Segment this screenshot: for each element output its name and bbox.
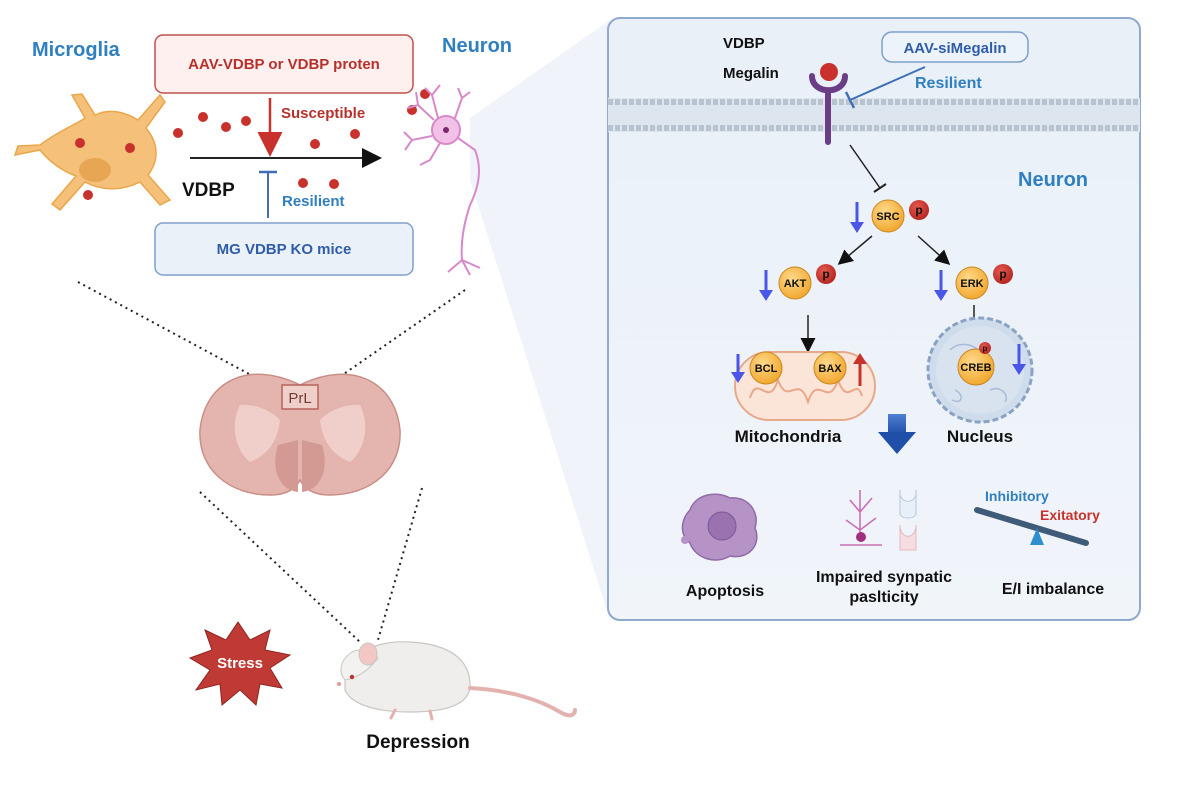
src-akt-arrow	[837, 235, 873, 265]
vdbp-ligand	[820, 63, 838, 81]
microglia-label: Microglia	[32, 39, 121, 61]
neuron-detail-panel	[607, 17, 1141, 621]
neuron-icon-left	[403, 84, 481, 276]
svg-text:CREB: CREB	[960, 362, 991, 374]
megalin-src-inhibit	[849, 144, 881, 189]
src-phospho	[909, 200, 929, 220]
mitochondria-label: Mitochondria	[735, 427, 842, 446]
svg-text:p: p	[983, 344, 988, 353]
stress-star: Stress	[188, 621, 292, 706]
svg-text:p: p	[999, 267, 1006, 281]
dotted-line-1	[77, 281, 291, 397]
dotted-line-4	[377, 487, 423, 641]
svg-text:SRC: SRC	[876, 211, 899, 223]
resilient-label-right: Resilient	[915, 75, 982, 92]
megalin-src-bar	[873, 183, 887, 193]
brain-slice: PrL	[199, 373, 401, 496]
megalin-label: Megalin	[723, 65, 779, 82]
svg-text:BAX: BAX	[818, 363, 842, 375]
dotted-line-2	[311, 289, 466, 397]
svg-text:ERK: ERK	[960, 278, 983, 290]
microglia-cell	[13, 93, 172, 212]
megalin-receptor	[809, 63, 848, 145]
outcome-arrow	[878, 414, 916, 454]
prl-box	[281, 384, 319, 410]
ko-mice-box	[154, 222, 414, 276]
svg-text:BCL: BCL	[755, 363, 778, 375]
ko-mice-box-label: MG VDBP KO mice	[217, 241, 352, 258]
ei-seesaw-icon	[974, 507, 1089, 546]
vdbp-label-left: VDBP	[182, 180, 235, 201]
dotted-line-3	[199, 491, 361, 643]
neuron-label-left: Neuron	[442, 35, 512, 57]
akt-node: AKT p	[759, 264, 836, 301]
bcl-node	[749, 351, 783, 385]
synaptic-label-line1: Impaired synpatic	[816, 569, 952, 586]
mitochondria: BCL BAX	[731, 351, 876, 421]
aav-vdbp-box-label: AAV-VDBP or VDBP proten	[188, 56, 380, 73]
bax-node	[813, 351, 847, 385]
susceptible-label-left: Susceptible	[281, 105, 365, 122]
src-node: SRC p	[850, 199, 929, 233]
simegalin-box	[881, 31, 1029, 63]
vdbp-label-right: VDBP	[723, 35, 765, 52]
simegalin-inhibit-bar	[844, 91, 856, 109]
synapse-icon	[840, 489, 917, 551]
mouse-icon	[337, 641, 577, 721]
inhibitory-label: Inhibitory	[985, 488, 1049, 504]
creb-node	[957, 348, 995, 386]
neuron-label-right: Neuron	[1018, 169, 1088, 191]
svg-text:p: p	[822, 267, 829, 281]
excitatory-label: Exitatory	[1040, 507, 1100, 523]
resilient-label-left: Resilient	[282, 193, 345, 210]
apoptosis-icon	[681, 493, 758, 561]
simegalin-inhibit-line	[849, 66, 926, 101]
svg-text:AKT: AKT	[784, 278, 807, 290]
stress-label: Stress	[217, 655, 263, 672]
nucleus: CREB p	[926, 316, 1034, 424]
apoptosis-label: Apoptosis	[686, 583, 764, 600]
erk-node: ERK p	[934, 264, 1013, 301]
prl-label: PrL	[288, 390, 311, 407]
aav-vdbp-box	[154, 34, 414, 94]
depression-label: Depression	[366, 732, 469, 753]
synaptic-label-line2: paslticity	[849, 589, 918, 606]
nucleus-label: Nucleus	[947, 427, 1013, 446]
zoom-connector	[470, 20, 610, 620]
cell-membrane	[608, 98, 1140, 132]
svg-text:p: p	[915, 203, 922, 217]
ei-imbalance-label: E/I imbalance	[1002, 581, 1104, 598]
src-erk-arrow	[917, 235, 951, 266]
simegalin-label: AAV-siMegalin	[903, 40, 1006, 57]
